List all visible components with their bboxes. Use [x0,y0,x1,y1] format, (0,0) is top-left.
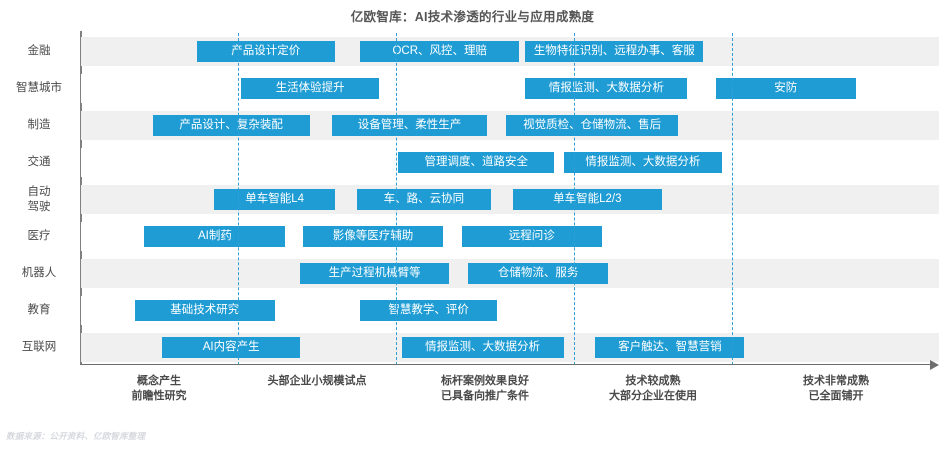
chart-row-制造: 产品设计、复杂装配设备管理、柔性生产视觉质检、仓储物流、售后 [81,111,939,140]
x-axis-arrow-icon [930,359,939,370]
maturity-bar[interactable]: OCR、风控、理赔 [360,41,520,62]
x-axis-stage-label-1: 概念产生前瞻性研究 [69,374,249,403]
source-note: 数据来源：公开资料、亿欧智库整理 [6,431,146,441]
x-axis-stage-label-3: 标杆案例效果良好已具备向推广条件 [395,374,575,403]
maturity-bar[interactable]: AI内容产生 [162,337,301,358]
maturity-bar[interactable]: 情报监测、大数据分析 [401,337,564,358]
y-label-line1: 自动 [27,186,51,198]
y-axis-label-制造: 制造 [27,119,51,131]
maturity-bar[interactable]: 产品设计定价 [196,41,335,62]
chart-row-机器人: 生产过程机械臂等仓储物流、服务 [81,259,939,288]
maturity-bar[interactable]: 产品设计、复杂装配 [152,115,310,136]
y-axis-label-机器人: 机器人 [21,267,57,279]
maturity-bar[interactable]: 视觉质检、仓储物流、售后 [506,115,678,136]
page-title: 亿欧智库：AI技术渗透的行业与应用成熟度 [350,10,595,24]
stage-label-line1: 技术较成熟 [625,375,681,387]
stage-label-line2: 大部分企业在使用 [609,389,697,402]
maturity-bar[interactable]: 情报监测、大数据分析 [525,78,688,99]
maturity-bar[interactable]: 智慧教学、评价 [360,300,497,321]
chart-row-医疗: AI制药影像等医疗辅助远程问诊 [81,222,939,251]
y-axis-label-智慧城市: 智慧城市 [16,82,62,94]
x-axis-line [80,364,932,366]
chart-row-自动驾驶: 单车智能L4 车、路、云协同单车智能L2/3 [81,185,939,214]
gridline-2 [396,33,397,365]
chart-row-金融: 产品设计定价 OCR、风控、理赔生物特征识别、远程办事、客服 [81,37,939,66]
stage-label-line2: 前瞻性研究 [131,389,187,402]
maturity-bar[interactable]: 管理调度、道路安全 [398,152,554,173]
y-axis-label-教育: 教育 [27,304,51,316]
maturity-bar[interactable]: AI制药 [144,226,286,247]
maturity-bar[interactable]: 仓储物流、服务 [468,263,608,284]
maturity-bar[interactable]: 远程问诊 [461,226,602,247]
chart-row-智慧城市: 生活体验提升 情报监测、大数据分析 安防 [81,74,939,103]
maturity-bar[interactable]: 生产过程机械臂等 [300,263,450,284]
maturity-bar[interactable]: 设备管理、柔性生产 [331,115,488,136]
chart-row-教育: 基础技术研究 智慧教学、评价 [81,296,939,325]
gridline-3 [574,33,575,365]
y-axis-label-自动驾驶: 自动驾驶 [2,185,76,215]
maturity-bar[interactable]: 单车智能L2/3 [512,189,662,210]
y-axis-label-互联网: 互联网 [21,341,57,353]
maturity-bar[interactable]: 生物特征识别、远程办事、客服 [525,41,704,62]
stage-label-line1: 头部企业小规模试点 [267,375,367,387]
x-axis-stage-label-5: 技术非常成熟已全面铺开 [746,374,926,403]
chart-row-交通: 管理调度、道路安全情报监测、大数据分析 [81,148,939,177]
stage-label-line1: 标杆案例效果良好 [441,375,529,387]
stage-label-line2: 已全面铺开 [808,389,864,402]
x-axis-stage-label-4: 技术较成熟大部分企业在使用 [563,374,743,403]
maturity-bar[interactable]: 客户触达、智慧营销 [595,337,745,358]
row-background-band [81,185,939,214]
gridline-4 [732,33,733,365]
chart-row-互联网: AI内容产生 情报监测、大数据分析 客户触达、智慧营销 [81,333,939,362]
y-axis-line [80,31,82,365]
maturity-bar[interactable]: 基础技术研究 [134,300,275,321]
maturity-bar[interactable]: 影像等医疗辅助 [303,226,443,247]
y-axis-label-金融: 金融 [27,45,51,57]
maturity-bar[interactable]: 安防 [715,78,856,99]
gridline-1 [238,33,239,365]
stage-label-line2: 已具备向推广条件 [441,389,529,402]
stage-label-line1: 概念产生 [137,375,181,387]
maturity-bar[interactable]: 生活体验提升 [240,78,380,99]
y-axis-label-医疗: 医疗 [27,230,51,242]
y-axis-label-交通: 交通 [27,156,51,168]
stage-label-line1: 技术非常成熟 [803,375,869,387]
maturity-bar[interactable]: 情报监测、大数据分析 [563,152,723,173]
y-label-line2: 驾驶 [27,201,51,213]
maturity-bar[interactable]: 单车智能L4 [214,189,335,210]
x-axis-stage-label-2: 头部企业小规模试点 [227,374,407,389]
maturity-bar[interactable]: 车、路、云协同 [357,189,491,210]
